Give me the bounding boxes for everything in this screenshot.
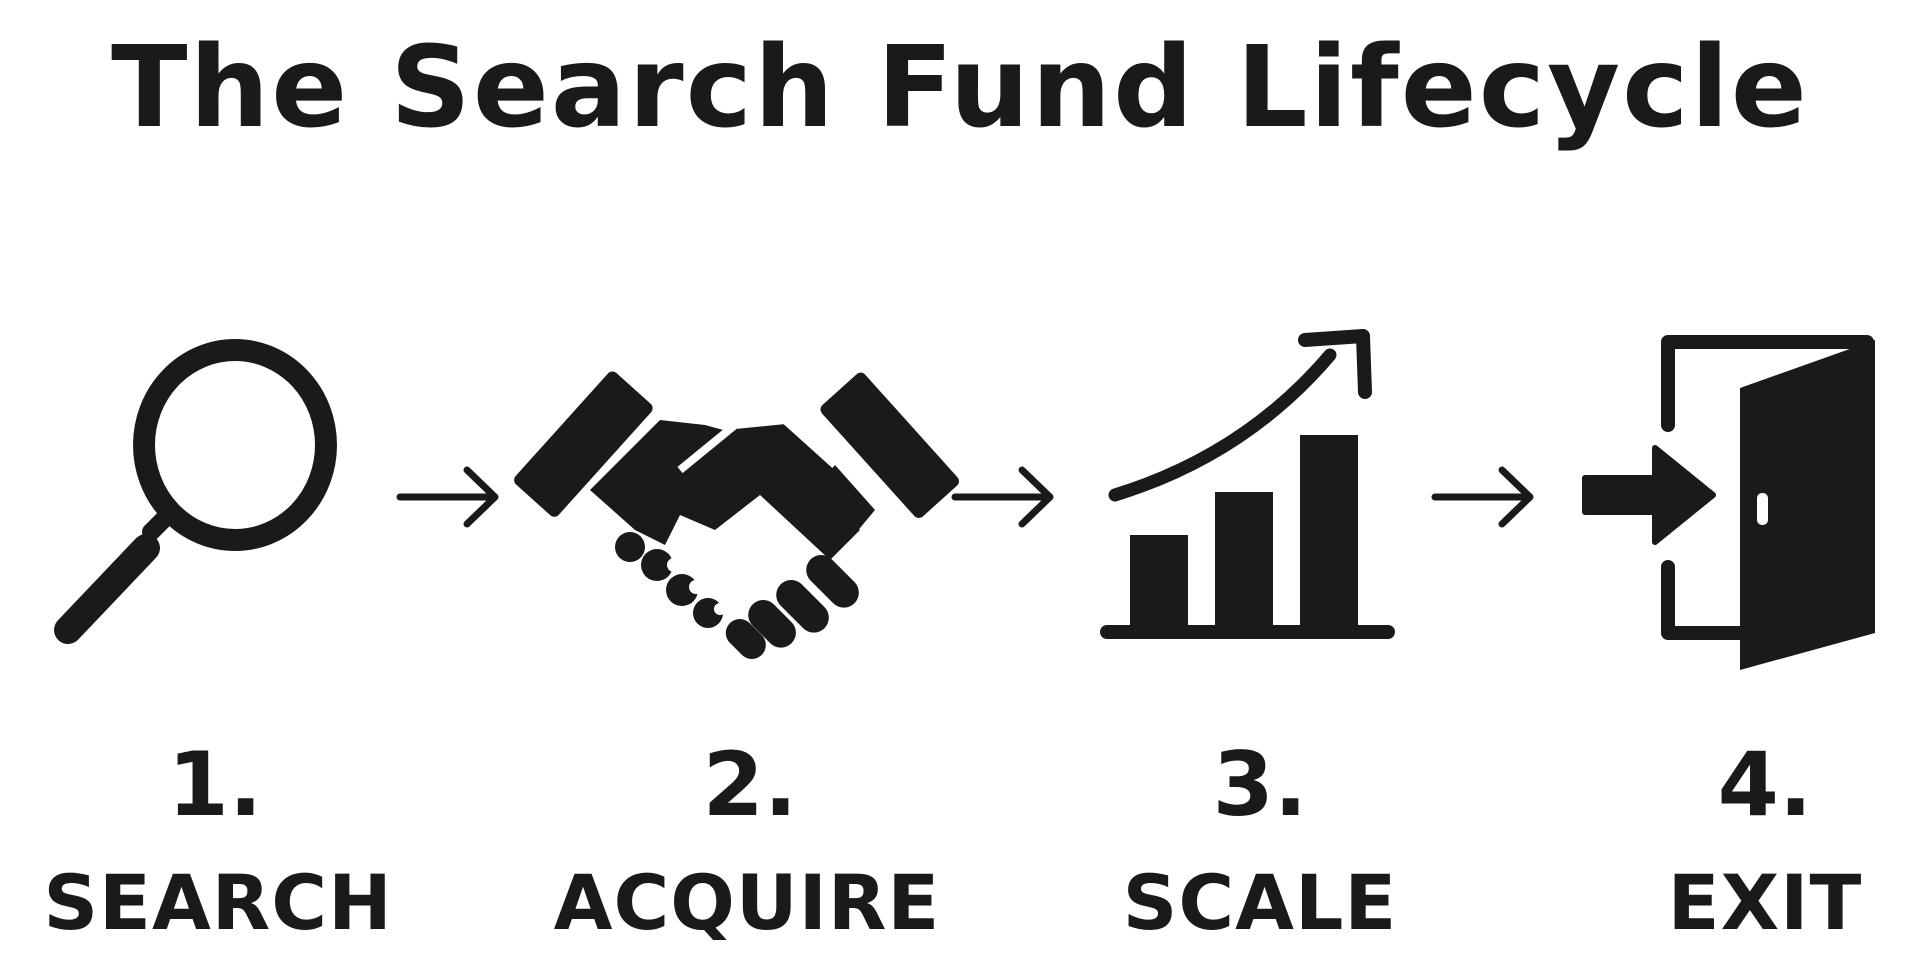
step-label: SCALE <box>1122 858 1398 947</box>
step-number: 3. <box>1212 733 1308 836</box>
page-title: The Search Fund Lifecycle <box>111 23 1809 153</box>
magnifying-glass-icon <box>54 339 337 644</box>
arrow-right-icon <box>1431 466 1534 528</box>
step-number: 4. <box>1717 733 1813 836</box>
step-label: SEARCH <box>43 858 393 947</box>
exit-door-icon <box>1582 335 1875 670</box>
step-number: 1. <box>167 733 263 836</box>
growth-chart-icon <box>1100 329 1395 639</box>
step-label: ACQUIRE <box>553 858 941 947</box>
step-label: EXIT <box>1667 858 1863 947</box>
step-number: 2. <box>702 733 798 836</box>
arrow-right-icon <box>396 466 499 528</box>
arrow-right-icon <box>951 466 1054 528</box>
handshake-icon <box>514 371 959 660</box>
